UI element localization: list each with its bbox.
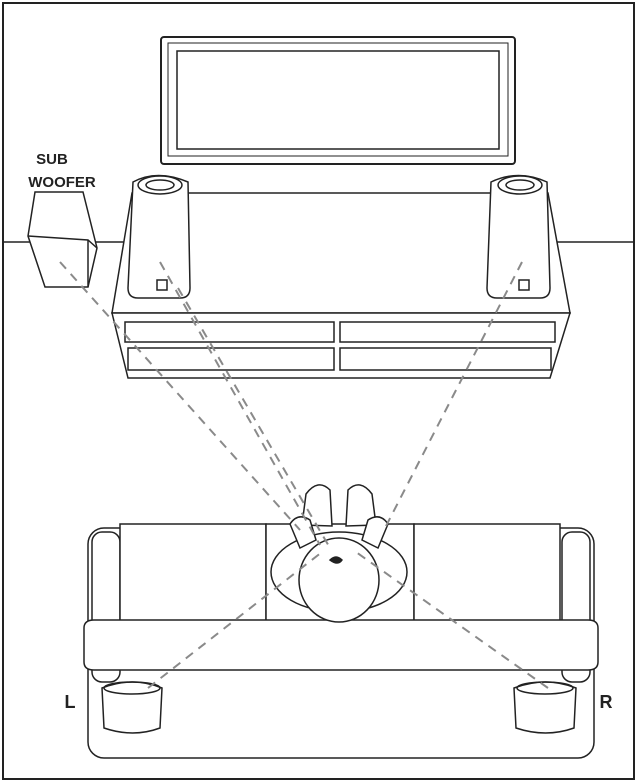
rear-left-label: L: [65, 692, 76, 712]
flat-screen-tv-icon: [160, 36, 516, 165]
guide-front-left: [159, 261, 321, 546]
rear-right-speaker: [513, 681, 577, 734]
guide-front-left-2: [177, 287, 331, 549]
speaker-direction-guides: [59, 261, 549, 689]
front-right-speaker: [486, 174, 551, 299]
media-console: [111, 192, 572, 379]
guide-subwoofer: [59, 261, 301, 531]
subwoofer-label-line2: WOOFER: [28, 174, 96, 191]
listener-person-icon: [270, 484, 408, 623]
guide-rear-right: [355, 551, 549, 689]
subwoofer-box-icon: [27, 191, 98, 288]
rear-right-label: R: [600, 692, 613, 712]
front-left-speaker: [127, 174, 191, 299]
guide-rear-left: [147, 551, 323, 689]
guide-front-right: [384, 261, 523, 529]
subwoofer-label-line1: SUB: [36, 151, 68, 168]
rear-left-speaker: [101, 681, 163, 734]
